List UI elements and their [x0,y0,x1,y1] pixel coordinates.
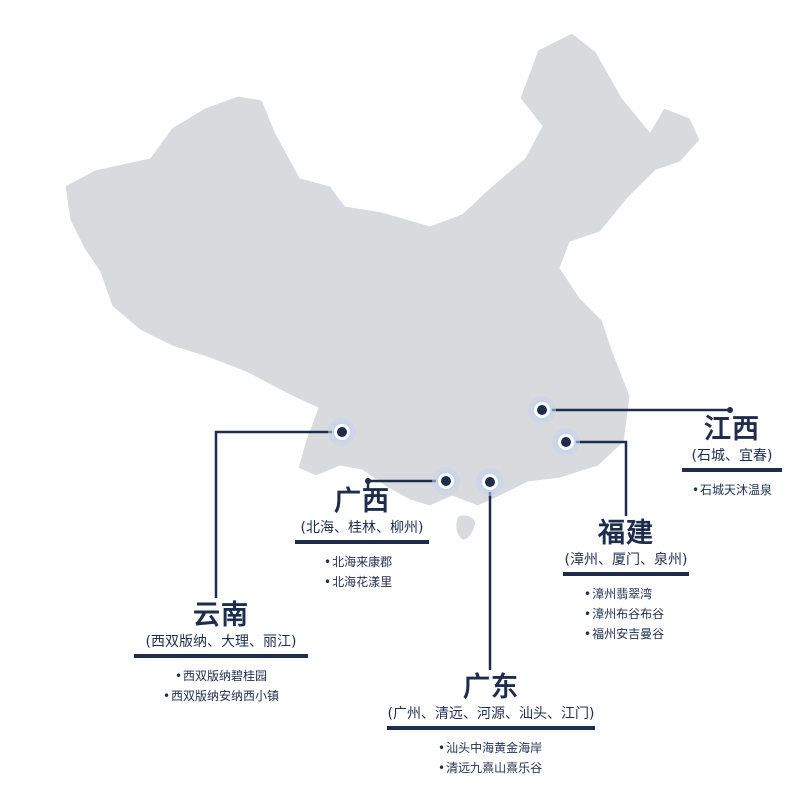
guangxi-marker[interactable] [432,467,460,495]
region-cities: (石城、宜春) [691,448,773,464]
project-list: 漳州翡翠湾 漳州布谷布谷 福州安吉曼谷 [560,584,692,644]
region-fujian: 福建 (漳州、厦门、泉州) 漳州翡翠湾 漳州布谷布谷 福州安吉曼谷 [560,518,692,644]
divider [682,468,782,472]
project-list: 石城天沐温泉 [680,480,784,500]
region-name: 福建 [598,518,654,549]
project-item: 西双版纳碧桂园 [130,666,312,686]
project-item: 清远九熹山熹乐谷 [438,758,596,778]
region-jiangxi: 江西 (石城、宜春) 石城天沐温泉 [680,414,784,500]
divider [563,572,689,576]
jiangxi-marker[interactable] [528,396,556,424]
guangxi-line-end-dot [365,478,371,484]
region-name: 广东 [463,672,519,703]
region-guangdong: 广东 (广州、清远、河源、汕头、江门) 汕头中海黄金海岸 清远九熹山熹乐谷 [386,672,596,778]
project-item: 北海花漾里 [324,572,436,592]
fujian-marker[interactable] [552,428,580,456]
project-item: 汕头中海黄金海岸 [438,738,596,758]
region-cities: (北海、桂林、柳州) [300,520,424,536]
project-item: 西双版纳安纳西小镇 [130,686,312,706]
project-list: 汕头中海黄金海岸 清远九熹山熹乐谷 [386,738,596,778]
guangdong-marker[interactable] [476,468,504,496]
project-item: 石城天沐温泉 [680,480,784,500]
project-item: 漳州翡翠湾 [584,584,692,604]
project-item: 北海来康郡 [324,552,436,572]
divider [295,540,429,544]
project-list: 西双版纳碧桂园 西双版纳安纳西小镇 [130,666,312,706]
jiangxi-line-end-dot [727,407,733,413]
project-list: 北海来康郡 北海花漾里 [288,552,436,592]
project-item: 漳州布谷布谷 [584,604,692,624]
region-yunnan: 云南 (西双版纳、大理、丽江) 西双版纳碧桂园 西双版纳安纳西小镇 [130,600,312,706]
fujian-connector [566,440,628,516]
region-name: 广西 [334,486,390,517]
region-name: 云南 [193,600,249,631]
region-guangxi: 广西 (北海、桂林、柳州) 北海来康郡 北海花漾里 [288,486,436,592]
yunnan-marker[interactable] [328,418,356,446]
divider [134,654,308,658]
region-cities: (广州、清远、河源、汕头、江门) [387,706,595,722]
divider [387,726,595,730]
region-name: 江西 [704,414,760,445]
china-outline [64,32,701,541]
region-cities: (西双版纳、大理、丽江) [145,634,297,650]
project-item: 福州安吉曼谷 [584,624,692,644]
region-cities: (漳州、厦门、泉州) [564,552,688,568]
yunnan-connector [214,430,342,598]
